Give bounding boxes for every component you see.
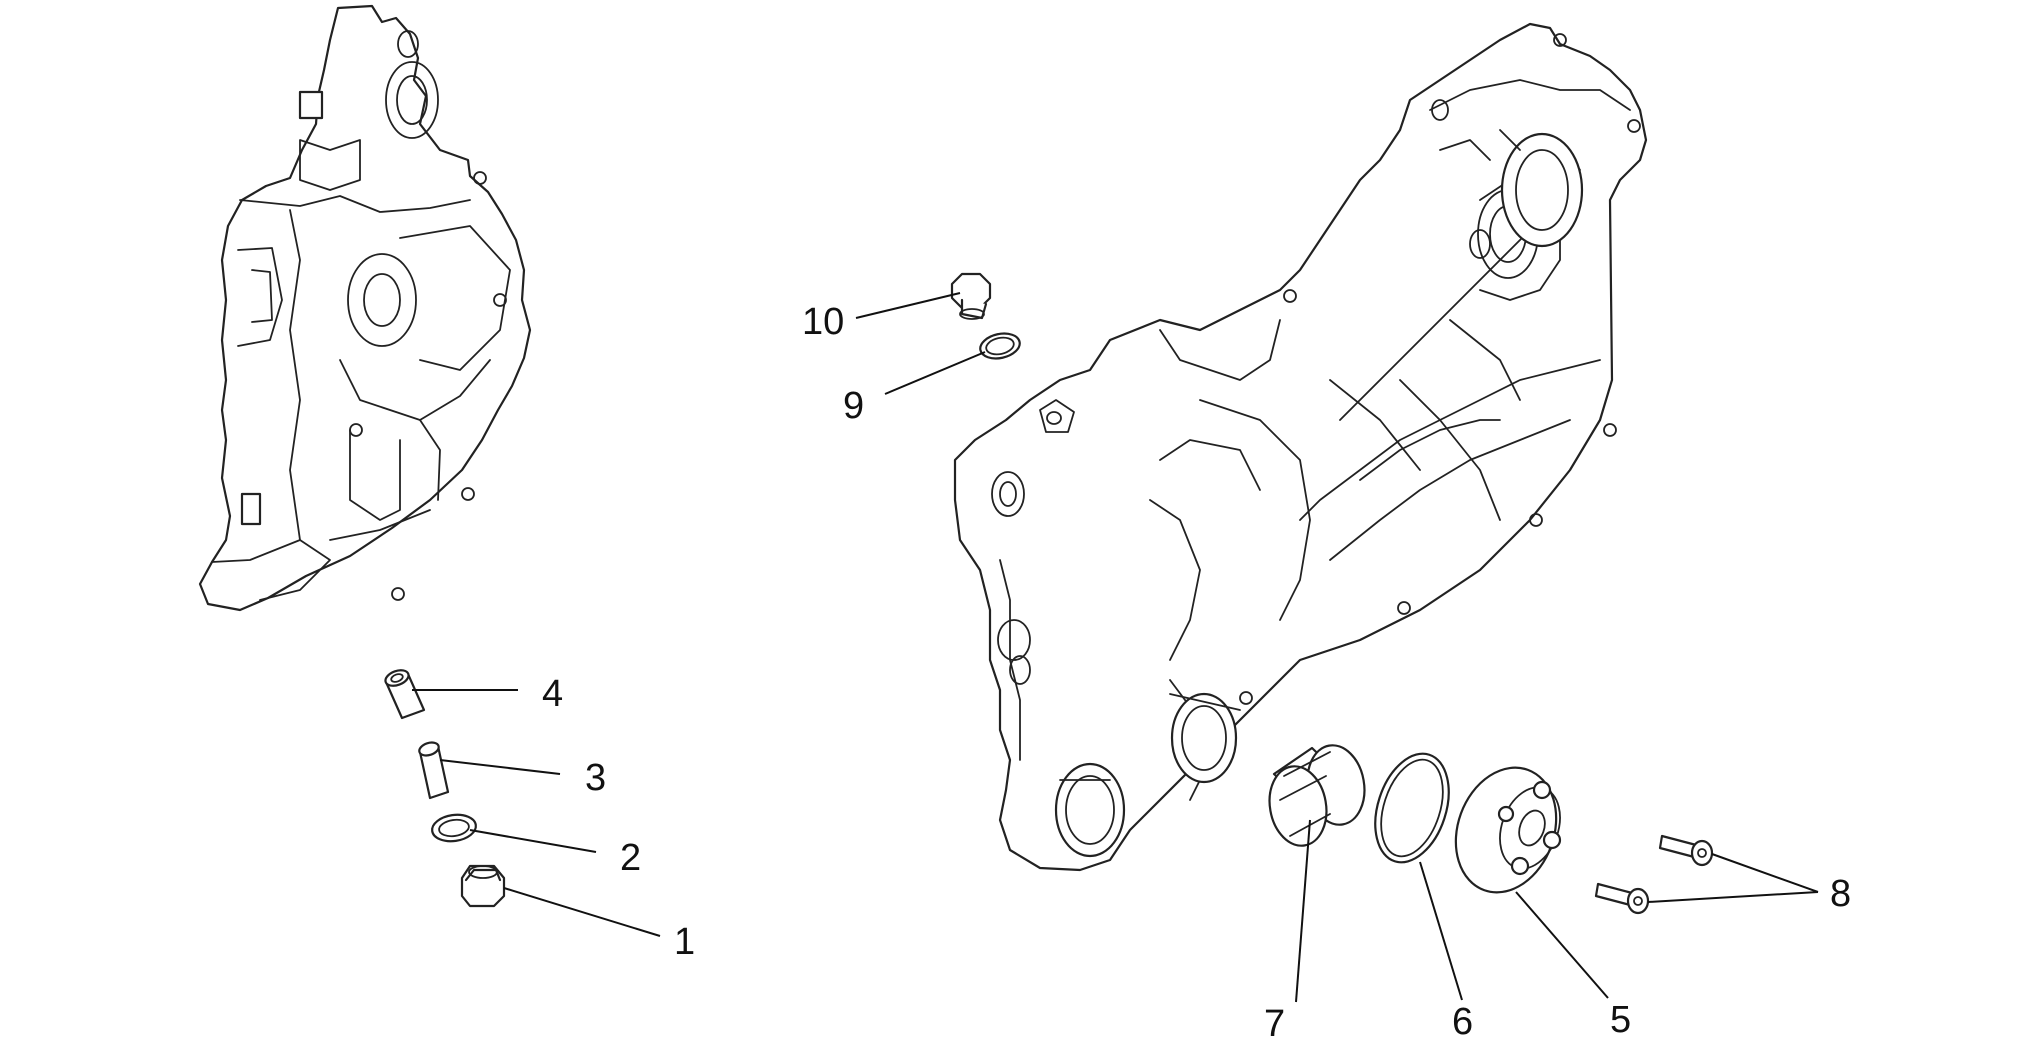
- part-7-bushing: [1268, 744, 1366, 847]
- part-8-bolts: [1594, 834, 1714, 915]
- callout-7: 7: [1264, 1003, 1285, 1041]
- leader-lines: [412, 292, 1819, 1003]
- part-4-sleeve: [384, 669, 426, 720]
- callout-8: 8: [1830, 873, 1851, 915]
- leader-3: [439, 759, 561, 775]
- callout-1: 1: [674, 921, 695, 963]
- right-crankcase-half: [953, 22, 1648, 872]
- leader-2: [469, 829, 597, 853]
- callout-6: 6: [1452, 1001, 1473, 1041]
- part-10-oil-plug: [950, 272, 992, 320]
- part-5-flange-cover: [1454, 766, 1562, 894]
- leader-8a: [1711, 853, 1819, 893]
- part-1-plug: [460, 864, 506, 908]
- leader-5: [1515, 891, 1609, 999]
- leader-8b: [1647, 891, 1819, 903]
- part-6-o-ring: [1374, 752, 1450, 864]
- leader-9: [884, 351, 986, 395]
- leader-6: [1419, 861, 1463, 1001]
- callout-10: 10: [802, 301, 844, 343]
- leader-1: [503, 887, 661, 937]
- callout-4: 4: [542, 673, 563, 715]
- leader-7: [1295, 819, 1311, 1003]
- part-3-pin: [418, 741, 450, 800]
- left-crankcase-half: [198, 4, 532, 612]
- callout-5: 5: [1610, 999, 1631, 1041]
- callout-labels: 10 9 4 3 2 1 7 6 5 8: [542, 301, 1851, 1045]
- callout-9: 9: [843, 385, 864, 427]
- part-2-washer: [431, 813, 477, 843]
- callout-2: 2: [620, 837, 641, 879]
- leader-10: [855, 292, 961, 319]
- callout-3: 3: [585, 757, 606, 799]
- part-9-washer: [979, 332, 1021, 360]
